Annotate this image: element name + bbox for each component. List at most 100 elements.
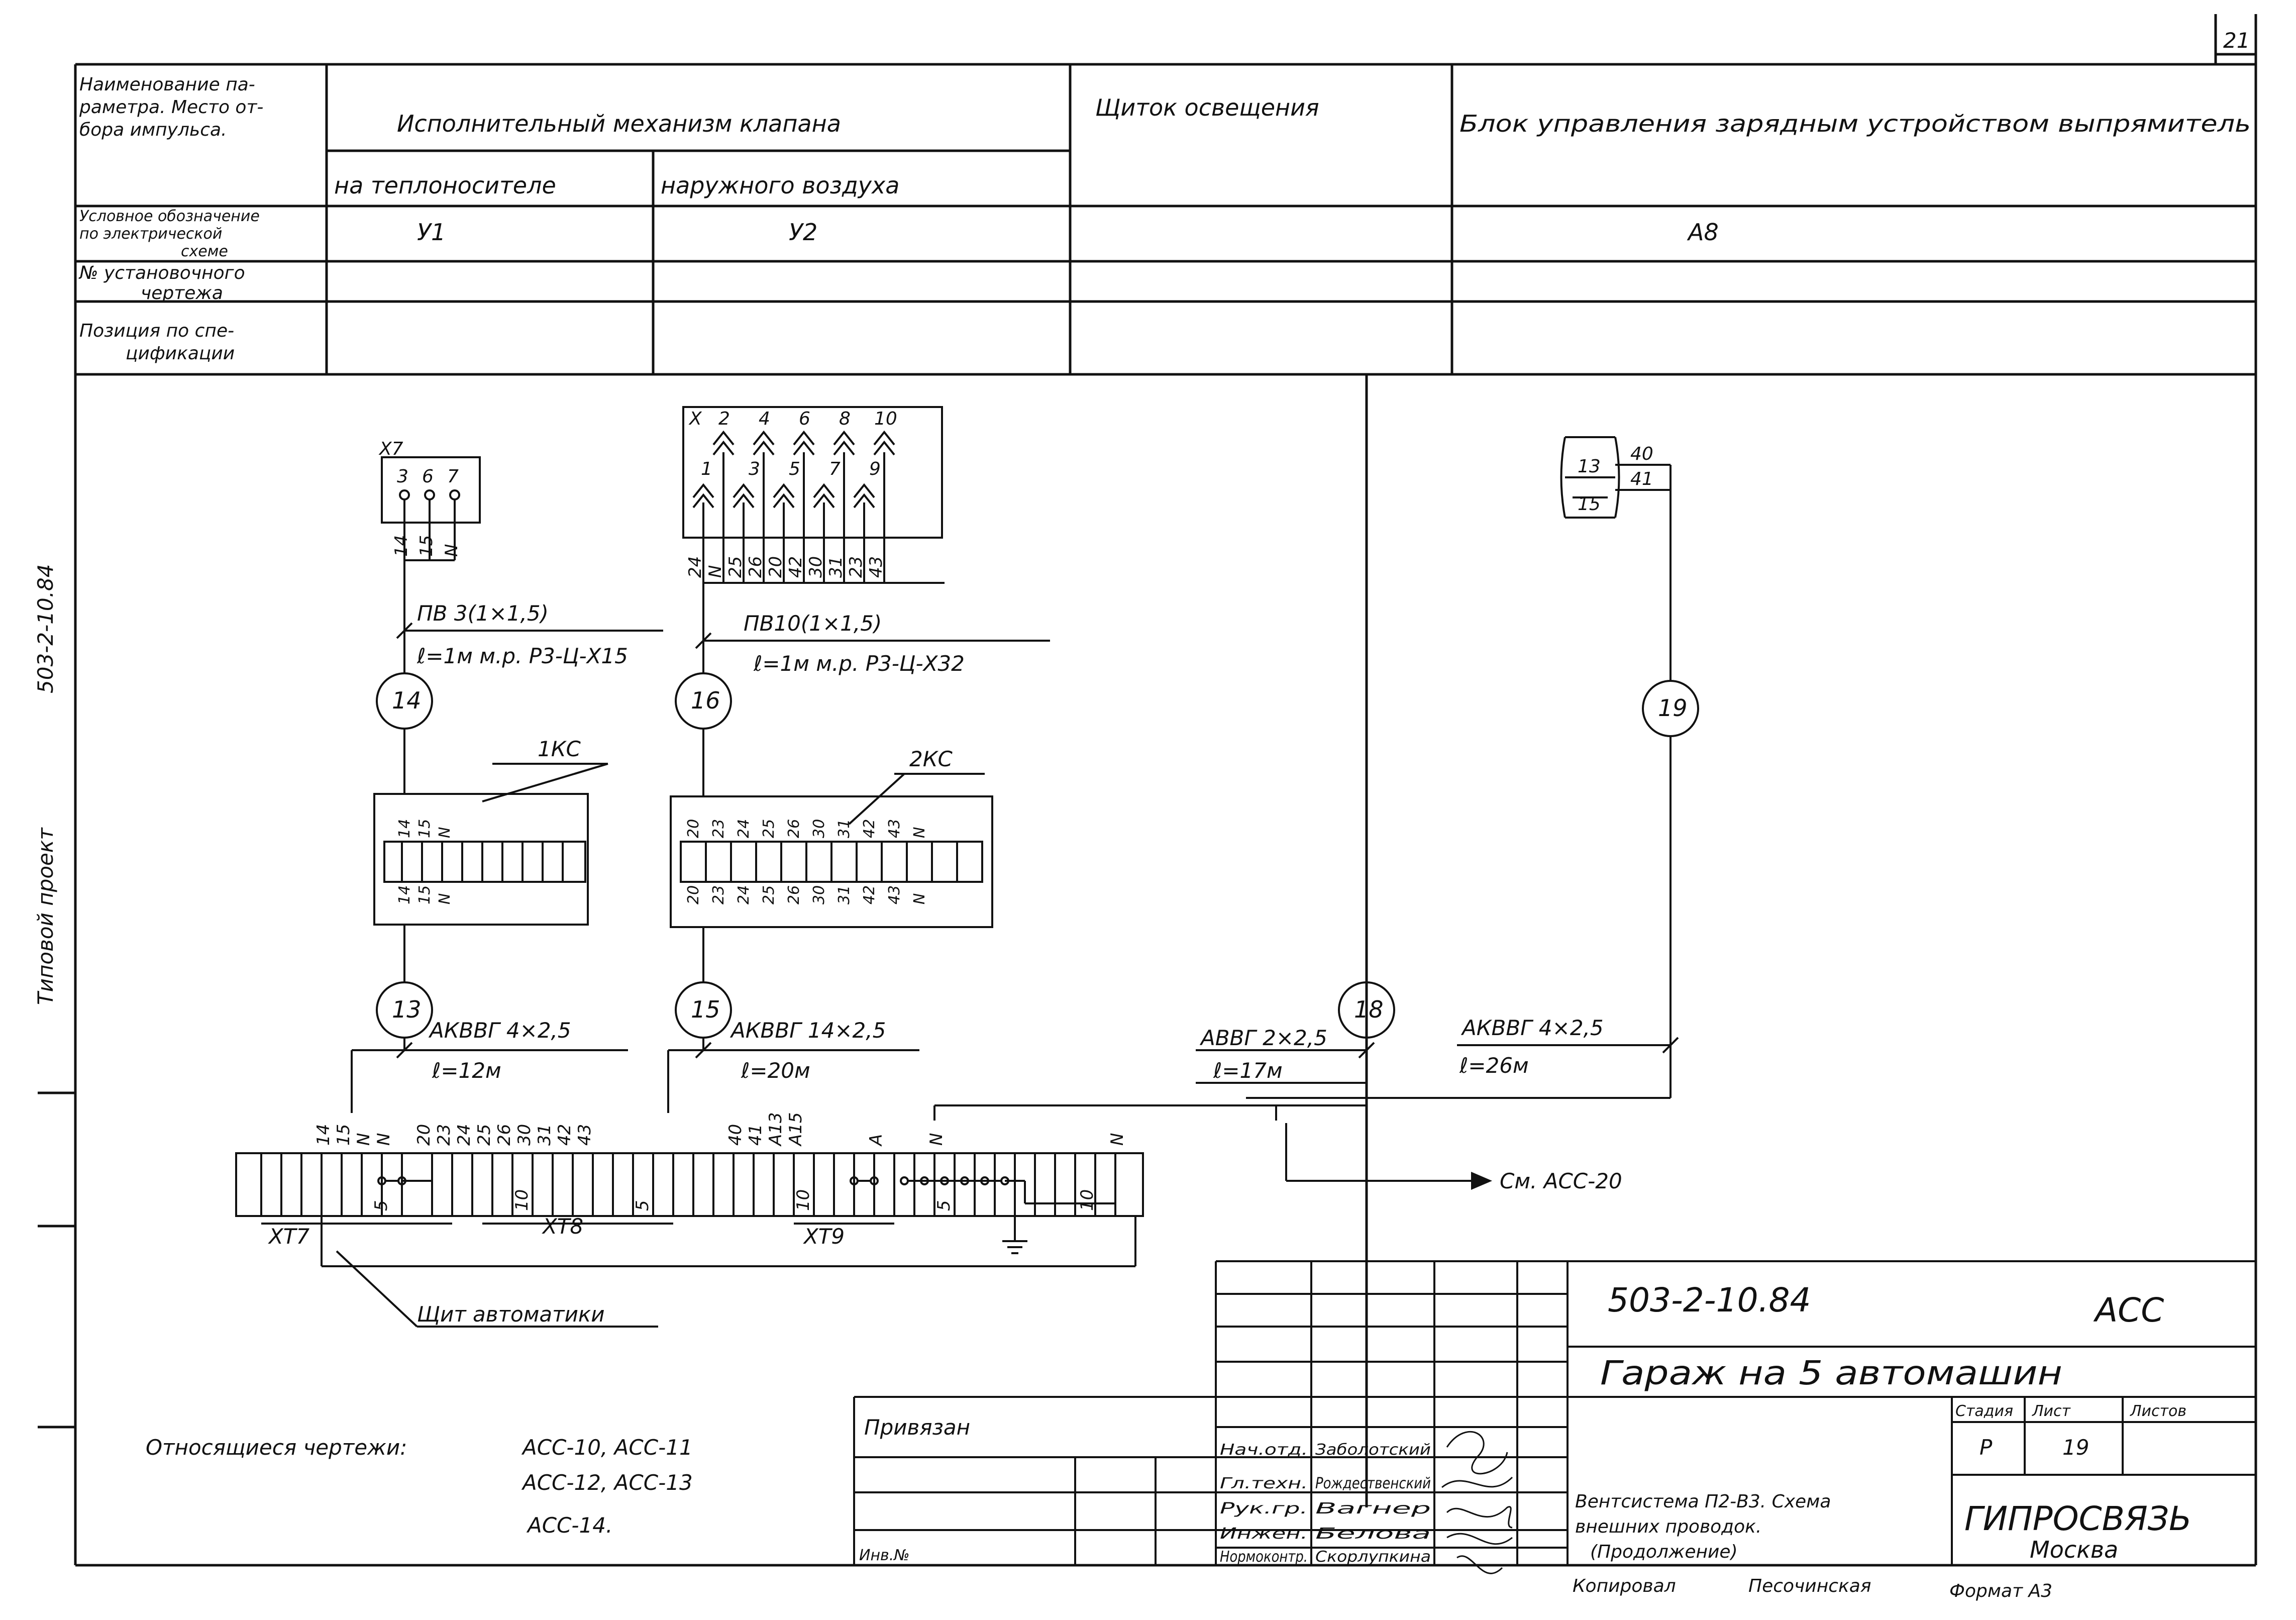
kc2-bottom-23: 23 xyxy=(710,885,727,904)
strip-label-25: 25 xyxy=(474,1124,494,1146)
strip-label-a15: А15 xyxy=(786,1112,806,1147)
u2-wire-n: N xyxy=(705,565,725,578)
strip-label-31: 31 xyxy=(535,1124,555,1146)
group-xt9: ХТ9 xyxy=(803,1224,845,1249)
cable-a8-length: ℓ=26м xyxy=(1459,1053,1529,1078)
cable-14-length: ℓ=1м м.р. Р3-Ц-Х15 xyxy=(416,644,628,668)
strip-label-20: 20 xyxy=(414,1124,434,1146)
strip-label-n4: N xyxy=(1107,1133,1127,1146)
u1-pin-6: 6 xyxy=(422,466,434,487)
strip-mark-5c: 5 xyxy=(934,1200,954,1211)
title-desc-2: внешних проводок. xyxy=(1575,1516,1761,1537)
cable-13-spec: АКВВГ 4×2,5 xyxy=(428,1018,571,1043)
project-code-side: 503-2-10.84 xyxy=(33,564,58,693)
title-city: Москва xyxy=(2030,1536,2118,1563)
role-4: Инжен. xyxy=(1220,1525,1308,1543)
title-org: ГИПРОСВЯЗЬ xyxy=(1964,1499,2191,1538)
row-label-param-2: раметра. Место от- xyxy=(79,97,263,118)
row-label-param-1: Наименование па- xyxy=(79,74,255,95)
col-lighting-panel: Щиток освещения xyxy=(1095,94,1319,121)
u2-wire-31: 31 xyxy=(826,556,846,578)
u2-wire-30: 30 xyxy=(806,556,826,578)
col-outdoor-air: наружного воздуха xyxy=(661,172,899,199)
name-1: Заболотский xyxy=(1315,1441,1431,1459)
u2-pin-7: 7 xyxy=(829,459,841,479)
strip-label-n2: N xyxy=(374,1133,394,1146)
strip-label-41: 41 xyxy=(746,1124,766,1146)
strip-mark-10b: 10 xyxy=(793,1189,813,1211)
kc1-bottom-15: 15 xyxy=(416,885,434,904)
row-label-designation-1: Условное обозначение xyxy=(79,208,260,225)
strip-label-14: 14 xyxy=(314,1124,334,1146)
strip-mark-10a: 10 xyxy=(512,1189,532,1211)
cable-16-id: 16 xyxy=(691,687,720,714)
kc2-label: 2КС xyxy=(909,747,953,771)
title-mark: АСС xyxy=(2093,1291,2164,1330)
kc2-bottom-20: 20 xyxy=(685,885,702,904)
u1-wire-14: 14 xyxy=(391,535,411,557)
kc2-bottom-26: 26 xyxy=(785,885,803,904)
kc1-top-15: 15 xyxy=(416,819,434,838)
u2-pin-1: 1 xyxy=(701,459,712,479)
project-type-side: Типовой проект xyxy=(33,827,58,1005)
strip-mark-5b: 5 xyxy=(633,1200,653,1211)
a8-wire-41: 41 xyxy=(1630,469,1653,489)
title-format: Формат А3 xyxy=(1949,1581,2052,1601)
role-5: Нормоконтр. xyxy=(1220,1548,1308,1566)
kc1-bottom-14: 14 xyxy=(396,885,413,904)
cable-16-length: ℓ=1м м.р. Р3-Ц-Х32 xyxy=(753,651,965,676)
cable-14-spec: ПВ 3(1×1,5) xyxy=(417,601,549,626)
strip-mark-5a: 5 xyxy=(371,1200,391,1211)
u2-wire-43: 43 xyxy=(866,556,886,578)
strip-label-43: 43 xyxy=(575,1124,595,1146)
strip-label-23: 23 xyxy=(434,1124,454,1146)
group-xt7: ХТ7 xyxy=(268,1224,309,1249)
kc2-bottom-25: 25 xyxy=(760,885,778,904)
cable-13-id: 13 xyxy=(392,996,422,1023)
kc2-top-20: 20 xyxy=(685,819,702,838)
kc2-bottom-42: 42 xyxy=(861,885,878,904)
row-label-designation-3: схеме xyxy=(181,243,228,260)
role-2: Гл.техн. xyxy=(1220,1475,1308,1492)
kc2-top-30: 30 xyxy=(810,819,828,838)
title-sheet-header: Лист xyxy=(2032,1402,2071,1420)
kc1-label: 1КС xyxy=(538,737,581,761)
kc2-top-43: 43 xyxy=(886,819,903,838)
kc1-top-n: N xyxy=(436,827,454,838)
row-label-spec-2: цификации xyxy=(126,343,235,364)
title-sheets-header: Листов xyxy=(2130,1402,2186,1420)
u2-pin-6: 6 xyxy=(799,409,810,429)
kc2-bottom-n: N xyxy=(911,893,928,904)
kc2-top-42: 42 xyxy=(861,819,878,838)
role-1: Нач.отд. xyxy=(1220,1441,1308,1459)
title-privyazan: Привязан xyxy=(864,1415,970,1440)
strip-label-n3: N xyxy=(926,1133,947,1146)
title-desc-1: Вентсистема П2-В3. Схема xyxy=(1575,1491,1831,1512)
panel-label: Щит автоматики xyxy=(417,1302,605,1327)
related-title: Относящиеся чертежи: xyxy=(146,1435,407,1460)
a8-wire-40: 40 xyxy=(1630,444,1653,464)
u2-pin-8: 8 xyxy=(839,409,851,429)
u2-pin-5: 5 xyxy=(789,459,800,479)
strip-mark-10c: 10 xyxy=(1077,1189,1097,1211)
name-5: Скорлупкина xyxy=(1315,1548,1431,1566)
strip-label-15: 15 xyxy=(334,1124,354,1146)
strip-label-30: 30 xyxy=(514,1124,535,1146)
row-label-spec-1: Позиция по спе- xyxy=(79,321,234,341)
title-sheet: 19 xyxy=(2062,1435,2089,1460)
title-copier-name: Песочинская xyxy=(1748,1576,1871,1596)
u2-pin-3: 3 xyxy=(749,459,760,479)
strip-label-40: 40 xyxy=(725,1124,746,1146)
u2-pin-9: 9 xyxy=(869,459,881,479)
u2-header: X xyxy=(688,409,702,429)
u2-pin-4: 4 xyxy=(759,409,770,429)
cable-18-spec: АВВГ 2×2,5 xyxy=(1199,1026,1327,1050)
u2-wire-20: 20 xyxy=(766,556,786,578)
strip-label-a: А xyxy=(866,1134,886,1147)
cable-18-id: 18 xyxy=(1354,996,1384,1023)
name-2: Рождественский xyxy=(1315,1475,1431,1492)
u1-header: X7 xyxy=(378,439,403,459)
name-3: Вагнер xyxy=(1315,1500,1431,1517)
title-code: 503-2-10.84 xyxy=(1608,1281,1811,1320)
